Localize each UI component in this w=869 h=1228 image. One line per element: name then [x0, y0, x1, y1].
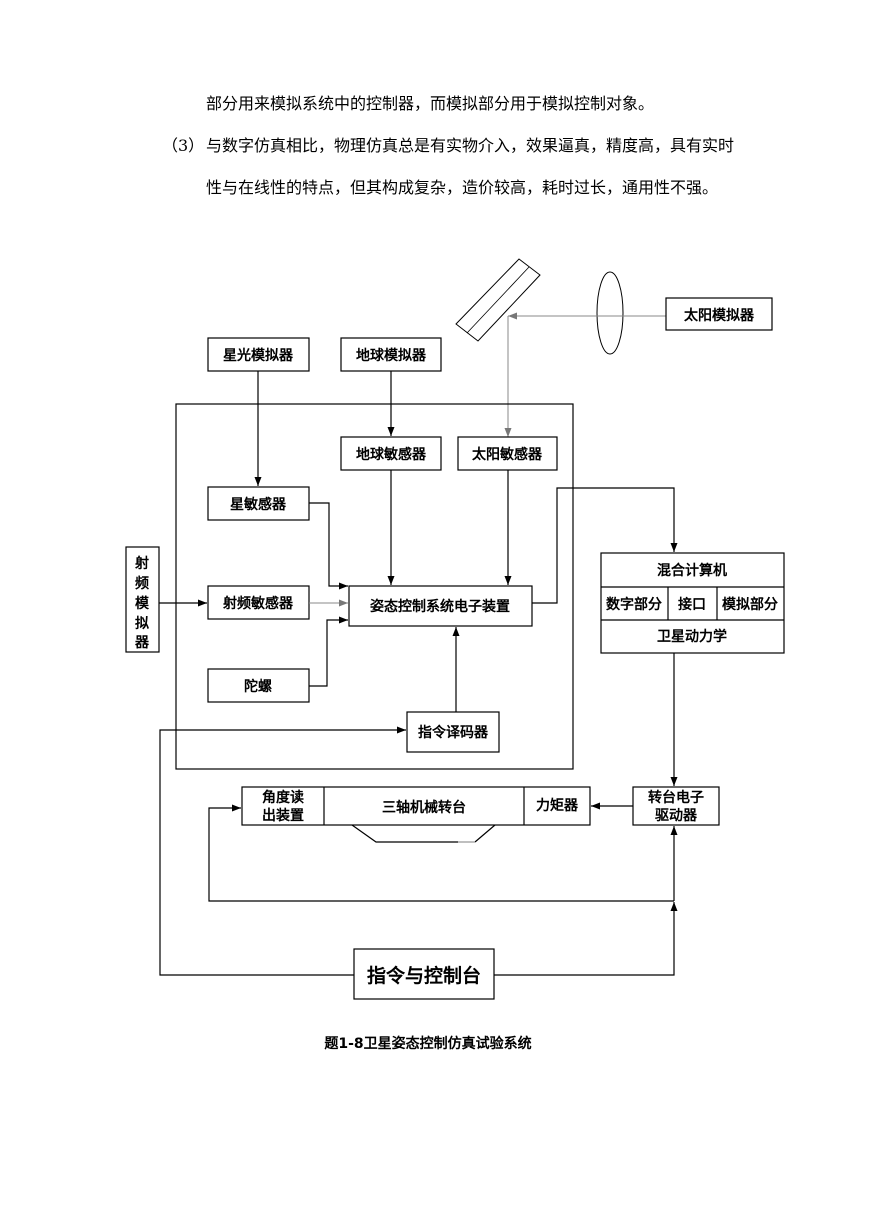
earth-simulator-label: 地球模拟器 — [356, 347, 427, 364]
gyro-box: 陀螺 — [207, 668, 310, 703]
mirror-shape — [455, 258, 541, 342]
interface-label: 接口 — [678, 596, 706, 613]
rf-simulator-char-3: 模 — [135, 595, 150, 612]
angle-readout-label-1: 角度读 — [262, 789, 304, 806]
star-sensor-box: 星敏感器 — [207, 486, 310, 521]
sun-sensor-box: 太阳敏感器 — [457, 436, 558, 471]
three-axis-table-label: 三轴机械转台 — [382, 799, 466, 816]
sun-sensor-label: 太阳敏感器 — [472, 446, 543, 463]
paragraph-item3-line-2: 性与在线性的特点，但其构成复杂，造价较高，耗时过长，通用性不强。 — [206, 178, 719, 197]
command-decoder-label: 指令译码器 — [418, 724, 489, 741]
attitude-control-unit-box: 姿态控制系统电子装置 — [348, 585, 533, 627]
rf-simulator-char-4: 拟 — [135, 615, 149, 632]
hybrid-computer-box: 混合计算机 数字部分 接口 模拟部分 卫星动力学 — [600, 552, 785, 654]
lens-shape — [596, 271, 624, 355]
gyro-to-unit-arrow — [309, 616, 348, 687]
paragraph-item3-line-1: 与数字仿真相比，物理仿真总是有实物介入，效果逼真，精度高，具有实时 — [206, 136, 735, 155]
sun-simulator-label: 太阳模拟器 — [684, 307, 755, 324]
command-console-label: 指令与控制台 — [367, 964, 481, 987]
paragraph-line-1: 部分用来模拟系统中的控制器，而模拟部分用于模拟控制对象。 — [206, 94, 655, 113]
rf-simulator-char-5: 器 — [134, 635, 150, 651]
rf-simulator-box: 射 频 模 拟 器 — [125, 546, 160, 653]
satellite-dynamics-label: 卫星动力学 — [657, 628, 727, 645]
digital-part-label: 数字部分 — [606, 596, 662, 613]
satellite-frame — [175, 403, 574, 770]
unit-to-computer-arrow — [532, 487, 678, 604]
star-sensor-label: 星敏感器 — [230, 496, 287, 513]
sun-simulator-box: 太阳模拟器 — [665, 297, 773, 331]
list-item-number: （3） — [162, 136, 205, 155]
command-decoder-box: 指令译码器 — [406, 711, 500, 753]
table-driver-box: 转台电子 驱动器 — [632, 786, 720, 826]
gyro-label: 陀螺 — [244, 678, 272, 695]
attitude-control-unit-label: 姿态控制系统电子装置 — [370, 598, 510, 615]
console-to-decoder-arrow — [159, 726, 406, 976]
star-simulator-label: 星光模拟器 — [223, 347, 294, 364]
earth-sensor-label: 地球敏感器 — [356, 446, 427, 463]
analog-part-label: 模拟部分 — [722, 596, 778, 613]
star-sensor-to-unit-arrow — [309, 502, 348, 590]
console-to-driver-arrow — [494, 902, 678, 976]
three-axis-table: 角度读 出装置 三轴机械转台 力矩器 — [241, 786, 591, 843]
earth-simulator-box: 地球模拟器 — [340, 337, 442, 372]
table-driver-label-1: 转台电子 — [648, 789, 704, 806]
earth-sensor-box: 地球敏感器 — [340, 436, 442, 471]
command-console-box: 指令与控制台 — [353, 948, 495, 1000]
star-simulator-box: 星光模拟器 — [207, 337, 310, 372]
angle-readout-label-2: 出装置 — [262, 807, 304, 824]
rf-simulator-char-1: 射 — [134, 555, 149, 572]
rf-sensor-label: 射频敏感器 — [222, 595, 294, 612]
torquer-label: 力矩器 — [536, 797, 579, 814]
rf-sensor-box: 射频敏感器 — [207, 585, 310, 620]
figure-caption: 题1-8卫星姿态控制仿真试验系统 — [324, 1035, 531, 1052]
table-driver-label-2: 驱动器 — [655, 807, 698, 824]
rf-simulator-char-2: 频 — [135, 575, 149, 592]
readout-feedback-arrow — [208, 804, 674, 902]
hybrid-computer-title: 混合计算机 — [657, 562, 727, 579]
